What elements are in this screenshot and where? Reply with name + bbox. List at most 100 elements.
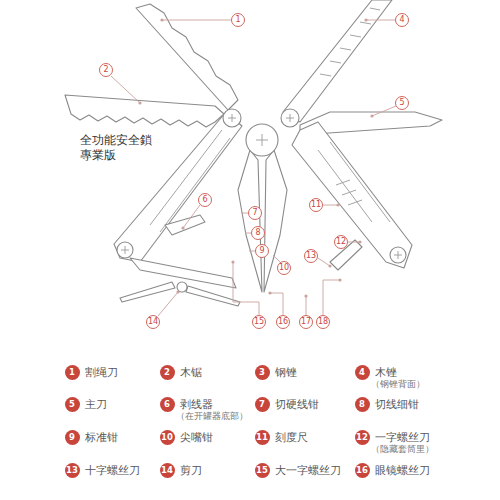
leader-line — [158, 292, 178, 316]
tool-detail — [121, 8, 402, 259]
part-note: （钢锉背面） — [371, 379, 425, 390]
leader-dot — [304, 294, 307, 297]
saw-blade — [65, 95, 224, 127]
callout-circle: 6 — [198, 193, 212, 207]
part-name: 剪刀 — [180, 463, 202, 478]
callout-circle: 4 — [395, 13, 409, 27]
tool-outline — [65, 0, 442, 306]
callout-number: 7 — [259, 400, 265, 409]
leader-dot — [364, 18, 367, 21]
scissor-blade — [120, 282, 175, 302]
callout-number: 14 — [161, 466, 173, 475]
leader-line — [111, 76, 140, 103]
callout-number: 1 — [235, 16, 240, 24]
leader-line — [270, 293, 283, 315]
key-number-circle: 9标准钳 — [65, 430, 80, 445]
callout-number: 18 — [318, 318, 328, 326]
leader-line — [366, 20, 395, 21]
callout-number: 16 — [278, 318, 288, 326]
callout-circle: 8 — [251, 226, 265, 240]
callout-circle: 18 — [316, 315, 330, 329]
key-number-circle: 12一字螺丝刀（隐藏套筒里） — [355, 430, 370, 445]
leader-dot — [231, 260, 234, 263]
part-name: 切硬线钳 — [275, 397, 319, 412]
leader-line — [162, 20, 231, 21]
callout-circle: 17 — [299, 315, 313, 329]
leader-line — [183, 205, 200, 228]
callout-circle: 13 — [304, 249, 318, 263]
callout-number: 16 — [356, 466, 368, 475]
key-number-circle: 5主刀 — [65, 397, 80, 412]
leader-line — [306, 296, 307, 315]
callout-number: 17 — [301, 318, 311, 326]
callout-circle: 12 — [334, 235, 348, 249]
part-name: 割绳刀 — [85, 365, 118, 380]
callout-number: 4 — [399, 16, 404, 24]
handle-slot — [150, 130, 230, 232]
file-hatch — [320, 8, 380, 76]
leader-dot — [138, 18, 373, 297]
leader-line — [323, 205, 338, 206]
part-name: 木锯 — [180, 365, 202, 380]
callout-circle: 15 — [252, 315, 266, 329]
key-number-circle: 14剪刀 — [160, 463, 175, 478]
callout-circle: 11 — [309, 198, 323, 212]
callout-number: 2 — [164, 368, 170, 377]
key-number-circle: 13十字螺丝刀 — [65, 463, 80, 478]
leader-line — [233, 262, 259, 315]
part-name: 尖嘴钳 — [180, 430, 213, 445]
leader-dot — [176, 290, 179, 293]
part-name: 标准钳 — [85, 430, 118, 445]
leader-dot — [138, 101, 141, 104]
part-name: 切线细钳 — [375, 397, 419, 412]
callout-number: 15 — [256, 466, 268, 475]
callout-number: 3 — [259, 368, 265, 377]
serrated-blade — [136, 4, 238, 110]
product-label: 全功能安全鎖 專業版 — [80, 133, 160, 163]
callout-number: 15 — [254, 318, 264, 326]
callout-number: 12 — [336, 238, 346, 246]
callout-circle: 1 — [231, 13, 245, 27]
callout-number: 5 — [399, 99, 404, 107]
leader-line — [318, 258, 330, 266]
callout-number: 9 — [259, 247, 264, 255]
part-name: 眼镜螺丝刀 — [375, 463, 430, 478]
key-number-circle: 11刻度尺 — [255, 430, 270, 445]
key-number-circle: 7切硬线钳 — [255, 397, 270, 412]
callout-number: 13 — [66, 466, 78, 475]
callout-number: 2 — [103, 66, 108, 74]
callout-number: 6 — [164, 400, 170, 409]
key-number-circle: 15大一字螺丝刀 — [255, 463, 270, 478]
leader-dot — [160, 18, 163, 21]
part-name: 木锉 — [375, 365, 397, 380]
callout-number: 10 — [279, 264, 289, 272]
callout-number: 13 — [306, 252, 316, 260]
leader-line — [111, 20, 396, 316]
leader-line — [273, 255, 280, 262]
key-number-circle: 3钢锉 — [255, 365, 270, 380]
leader-line — [323, 280, 340, 315]
leader-dot — [358, 240, 361, 243]
callout-circle: 16 — [276, 315, 290, 329]
leader-line — [241, 213, 248, 214]
callout-number: 7 — [252, 209, 257, 217]
part-note: （隐藏套筒里） — [371, 444, 434, 455]
part-name: 一字螺丝刀 — [375, 430, 430, 445]
callout-circle: 14 — [146, 315, 160, 329]
callout-number: 8 — [255, 229, 260, 237]
callout-number: 14 — [148, 318, 158, 326]
leader-dot — [268, 291, 271, 294]
callout-number: 8 — [359, 400, 365, 409]
callout-number: 1 — [69, 368, 75, 377]
leader-dot — [181, 226, 184, 229]
callout-number: 4 — [359, 368, 365, 377]
plier-jaw — [238, 150, 262, 292]
key-number-circle: 16眼镜螺丝刀 — [355, 463, 370, 478]
key-number-circle: 6剥线器（在开罐器底部） — [160, 397, 175, 412]
key-number-circle: 2木锯 — [160, 365, 175, 380]
part-name: 刻度尺 — [275, 430, 308, 445]
callout-circle: 7 — [248, 206, 262, 220]
